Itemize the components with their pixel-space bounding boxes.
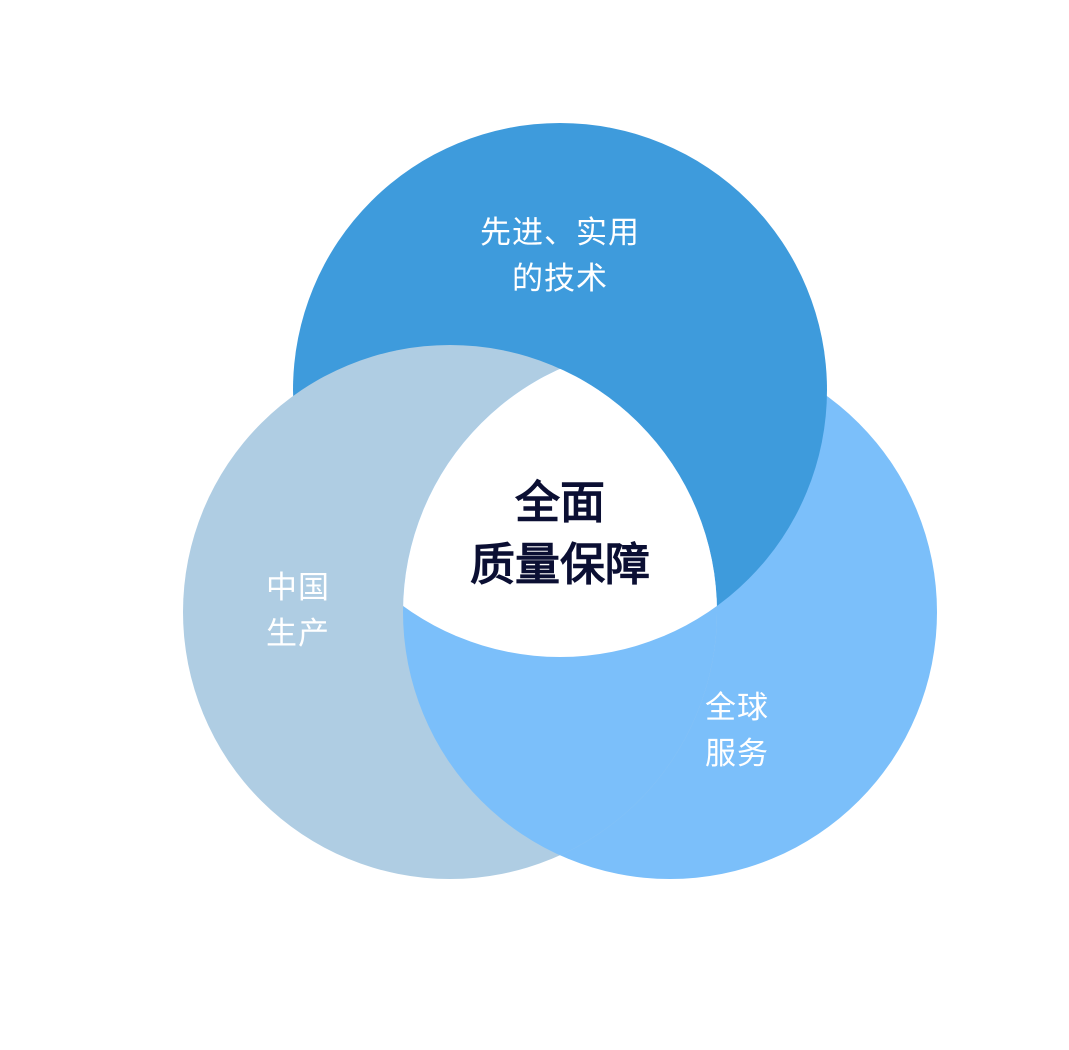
label-left-line2: 生产 [266,616,330,652]
label-top-line1: 先进、实用 [480,215,640,251]
label-right-line2: 服务 [705,736,769,772]
label-center: 全面 质量保障 [420,472,700,596]
label-left-circle: 中国 生产 [238,565,358,657]
label-top-circle: 先进、实用 的技术 [440,210,680,302]
label-top-line2: 的技术 [512,261,608,297]
label-center-line2: 质量保障 [469,538,650,591]
center-region [403,345,717,657]
label-right-circle: 全球 服务 [677,685,797,777]
label-left-line1: 中国 [266,570,330,606]
label-right-line1: 全球 [705,690,769,726]
label-center-line1: 全面 [514,476,605,529]
